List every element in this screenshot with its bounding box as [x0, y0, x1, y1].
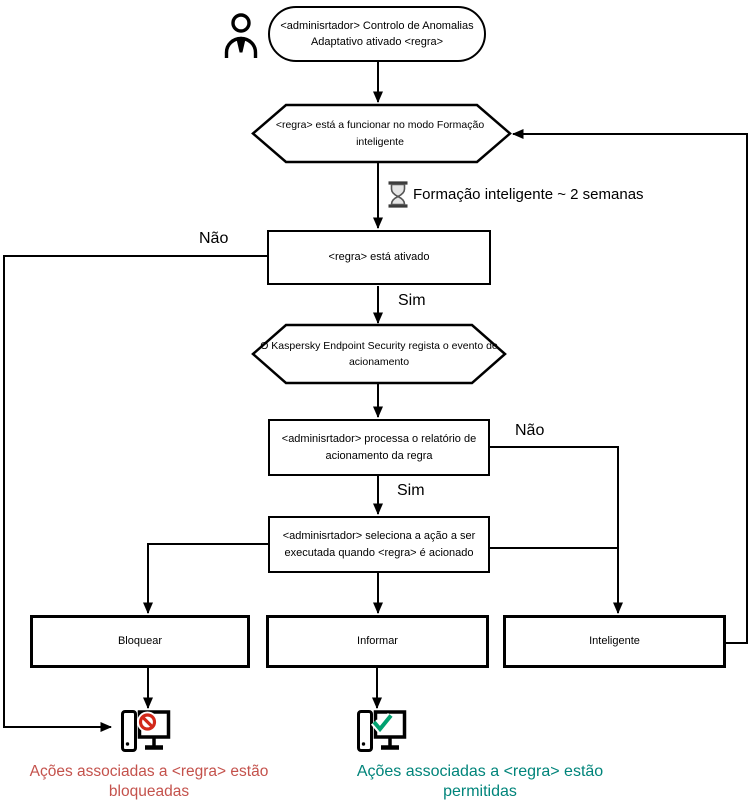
check-icon — [370, 712, 395, 736]
label-sim-rule-active: Sim — [398, 292, 426, 309]
start-event-label: <adminisrtador> Controlo de Anomalias Ad… — [280, 19, 474, 49]
mode-check-label: <regra> está a funcionar no modo Formaçã… — [275, 119, 485, 148]
outcome-allowed-label: Ações associadas a <regra> estão permiti… — [356, 763, 604, 800]
admin-report-label: <adminisrtador> processa o relatório de … — [281, 433, 477, 462]
kes-log-label: O Kaspersky Endpoint Security regista o … — [260, 339, 498, 368]
connector-nao-right-to-smart — [490, 446, 623, 614]
admin-report-node: <adminisrtador> processa o relatório de … — [268, 419, 490, 476]
connector-select-to-block — [143, 543, 268, 614]
connector-smart-feedback-loop — [512, 129, 748, 644]
rule-active-node: <regra> está ativado — [267, 230, 491, 285]
action-smart-node: Inteligente — [503, 615, 726, 668]
admin-select-label: <adminisrtador> seleciona a ação a ser e… — [282, 530, 476, 559]
action-smart-label: Inteligente — [589, 635, 640, 648]
label-nao-left: Não — [199, 230, 229, 247]
training-duration-label: Formação inteligente ~ 2 semanas — [413, 186, 644, 203]
rule-active-label: <regra> está ativado — [328, 251, 430, 264]
mode-check-hexagon — [251, 103, 512, 164]
outcome-blocked-label: Ações associadas a <regra> estão bloquea… — [29, 763, 269, 800]
action-block-node: Bloquear — [30, 615, 250, 668]
computer-allowed-icon — [357, 710, 407, 752]
action-inform-node: Informar — [266, 615, 489, 668]
hourglass-icon — [388, 181, 408, 208]
label-nao-right: Não — [515, 422, 545, 439]
start-event-node: <adminisrtador> Controlo de Anomalias Ad… — [268, 6, 486, 62]
admin-select-node: <adminisrtador> seleciona a ação a ser e… — [268, 516, 490, 573]
kes-log-hexagon — [251, 323, 507, 385]
action-inform-label: Informar — [357, 635, 398, 648]
user-icon — [224, 13, 258, 58]
label-sim-report: Sim — [397, 482, 425, 499]
action-block-label: Bloquear — [117, 635, 163, 648]
connector-nao-left-to-blocked — [3, 255, 267, 732]
computer-blocked-icon — [121, 710, 171, 752]
prohibit-icon — [137, 711, 158, 733]
